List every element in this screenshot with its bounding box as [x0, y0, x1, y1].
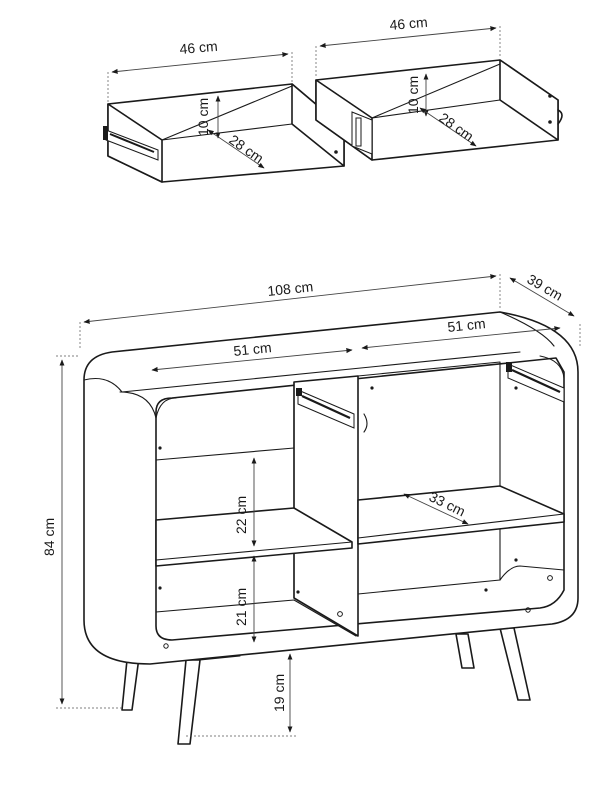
drawer-right-width-label: 46 cm	[389, 14, 428, 33]
drawer-left	[103, 83, 345, 183]
leg-front-right	[177, 659, 201, 745]
total-height-label: 84 cm	[41, 518, 57, 556]
compartment-right-width-label: 51 cm	[447, 315, 487, 335]
drawer-right-handle	[557, 109, 563, 125]
total-width-label: 108 cm	[267, 278, 314, 299]
slide-rail-right	[506, 362, 565, 403]
sideboard	[83, 311, 579, 745]
lower-shelf-height-label: 21 cm	[233, 588, 249, 626]
compartment-left-width-label: 51 cm	[233, 339, 273, 359]
leg-front-right-2	[499, 627, 531, 701]
leg-back-right	[455, 633, 475, 669]
drawer-left-height-label: 10 cm	[195, 98, 211, 136]
drawer-right	[315, 59, 563, 161]
leg-height-label: 19 cm	[271, 674, 287, 712]
drawer-left-slide-rail	[103, 126, 159, 161]
drawer-right-slide-rail	[351, 111, 373, 155]
legs	[121, 627, 531, 745]
drawer-left-width-label: 46 cm	[179, 38, 218, 57]
slide-rail-left	[296, 388, 355, 429]
drawer-right-height-label: 10 cm	[405, 76, 421, 114]
divider-handle	[363, 413, 368, 433]
upper-shelf-height-label: 22 cm	[233, 496, 249, 534]
